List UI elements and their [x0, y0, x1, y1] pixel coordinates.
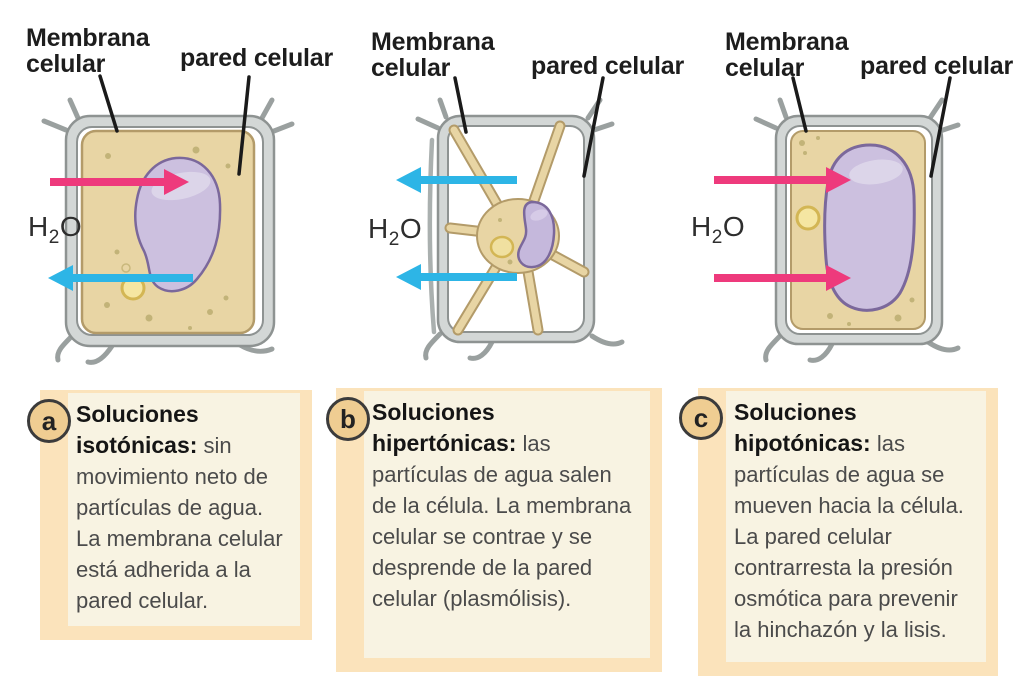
caption-text: sin movimiento neto de partículas de agu…: [76, 433, 283, 613]
caption-body-a: Soluciones isotónicas: sin movimiento ne…: [68, 393, 300, 626]
water-formula: H2O: [368, 213, 423, 250]
hypertonic-cell-illustration: [396, 76, 625, 361]
water-formula: H2O: [28, 211, 83, 248]
cell-wall-label: pared celular: [531, 52, 685, 80]
cell-wall-label: pared celular: [860, 52, 1014, 80]
badge-b: b: [326, 397, 370, 441]
panel-hypertonic: Membrana celular pared celular H2O: [342, 0, 684, 382]
cytoplasm-granules: [104, 146, 231, 330]
caption-title: Soluciones isotónicas:: [76, 401, 199, 458]
caption-title: Soluciones hipotónicas:: [734, 399, 871, 456]
caption-title: Soluciones hipertónicas:: [372, 399, 517, 456]
water-in-arrow-icon: [714, 265, 851, 291]
organelle: [489, 235, 515, 259]
isotonic-cell-illustration: [41, 74, 295, 365]
cell-wall-label: pared celular: [180, 44, 334, 72]
caption-box-c: Soluciones hipotónicas: las partículas d…: [698, 388, 998, 676]
caption-body-c: Soluciones hipotónicas: las partículas d…: [726, 391, 986, 662]
badge-a: a: [27, 399, 71, 443]
label-leader-lines: [791, 76, 952, 178]
membrane-label: Membrana celular: [371, 28, 495, 82]
membrane-label: Membrana celular: [26, 24, 150, 78]
water-out-arrow-icon: [48, 265, 193, 291]
membrane-label: Membrana celular: [725, 28, 849, 82]
vacuole: [517, 200, 556, 269]
panel-isotonic: Membrana celular pared celular H2O: [0, 0, 342, 382]
cytoplasm-bubble: [121, 263, 131, 273]
cell-wall-spurs: [753, 97, 961, 363]
caption-text: las partículas de agua se mueven hacia l…: [734, 431, 964, 642]
organelle: [795, 205, 821, 231]
water-out-arrow-icon: [396, 264, 517, 290]
badge-c: c: [679, 396, 723, 440]
neighbor-wall-line: [427, 137, 437, 335]
cytoplasm-granules: [799, 136, 915, 326]
label-leader-lines: [98, 74, 251, 176]
caption-text: las partículas de agua salen de la célul…: [372, 431, 632, 611]
label-leader-lines: [453, 76, 605, 178]
water-in-arrow-icon: [50, 169, 189, 195]
vacuole-highlight: [849, 159, 903, 185]
caption-box-a: Soluciones isotónicas: sin movimiento ne…: [40, 390, 312, 640]
water-out-arrow-icon: [396, 167, 517, 193]
caption-body-b: Soluciones hipertónicas: las partículas …: [364, 391, 650, 658]
water-in-arrow-icon: [714, 167, 851, 193]
water-formula: H2O: [691, 211, 746, 248]
vacuole-highlight: [530, 209, 548, 221]
panel-hypotonic: Membrana celular pared celular H2O: [684, 0, 1024, 382]
caption-box-b: Soluciones hipertónicas: las partículas …: [336, 388, 662, 672]
hypotonic-cell-illustration: [714, 76, 961, 363]
